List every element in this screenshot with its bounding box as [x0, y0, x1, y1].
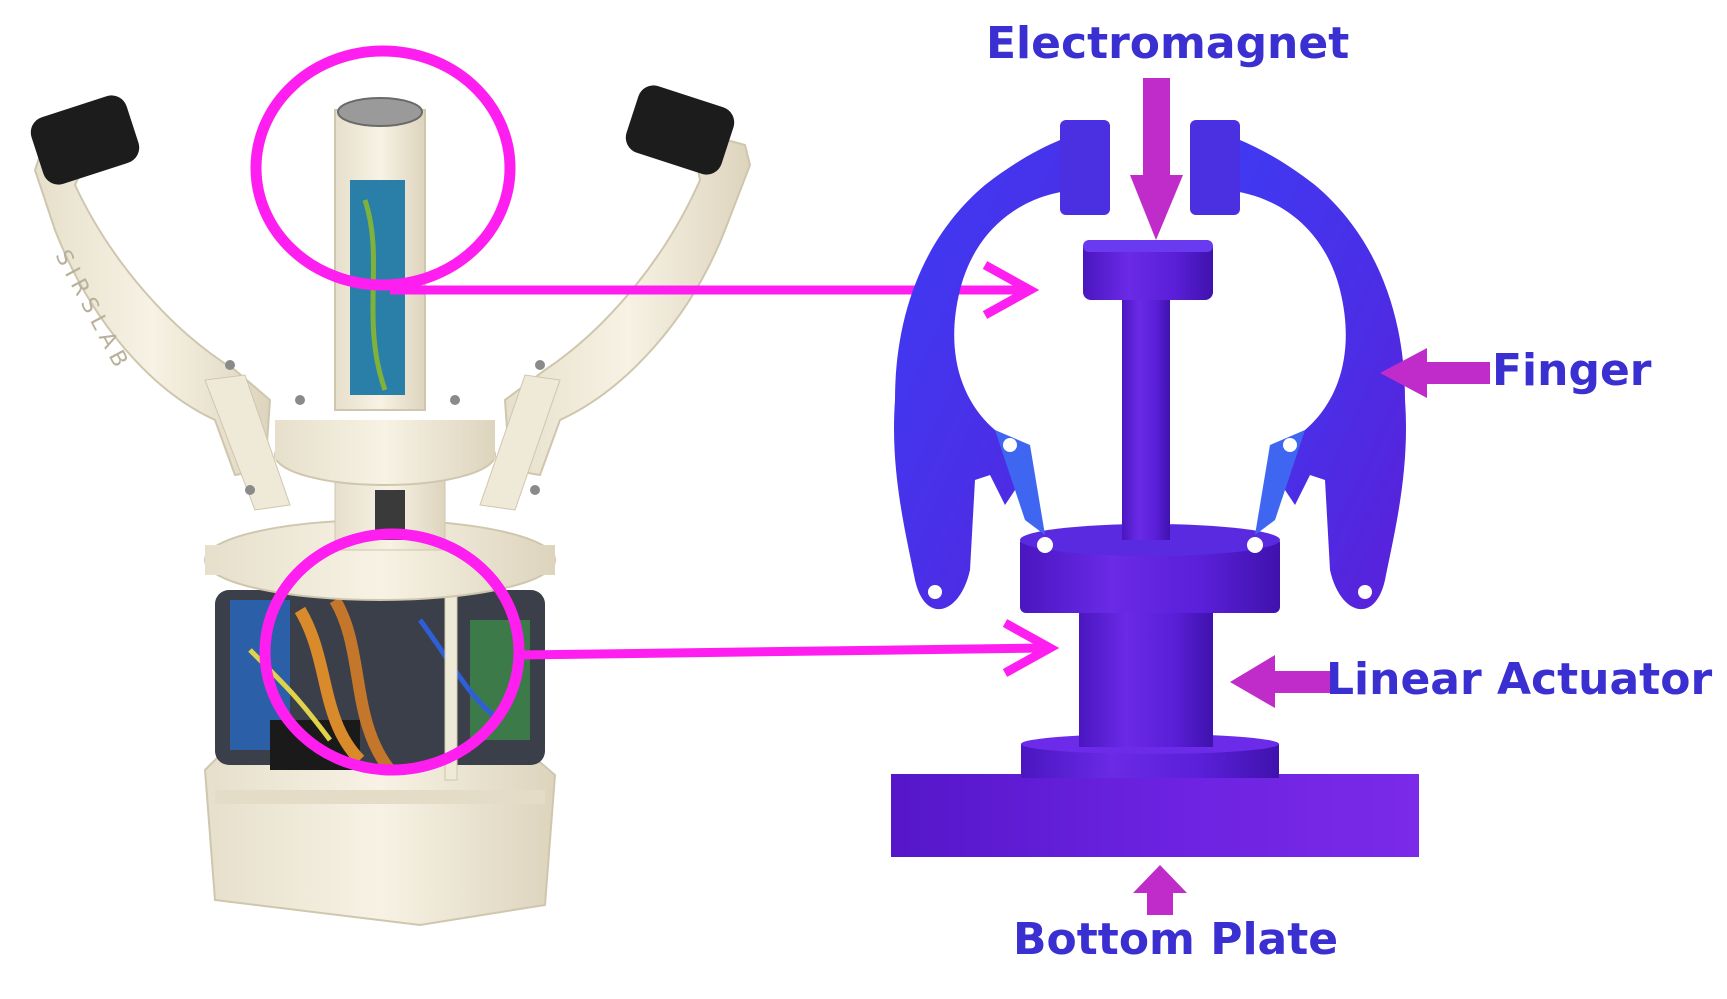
gripper-photo: SIRSLAB: [30, 85, 752, 927]
arrow-electromagnet: [1130, 78, 1183, 240]
photo-electronics: [215, 590, 545, 774]
cad-mid-flange: [1020, 537, 1280, 613]
arrow-linear-actuator: [1230, 655, 1332, 708]
grip-pad-left: [30, 95, 140, 185]
arrow-bottom-plate: [1133, 865, 1187, 915]
cad-model: [891, 120, 1419, 857]
cad-finger-left: [894, 130, 1110, 610]
grip-pad-right: [625, 85, 735, 175]
cad-top-cap: [1083, 240, 1213, 300]
callout-circle-electromagnet: [250, 45, 516, 291]
label-electromagnet: Electromagnet: [986, 18, 1350, 69]
label-linear-actuator: Linear Actuator: [1326, 654, 1713, 705]
cad-finger-right: [1190, 130, 1406, 610]
cad-rod: [1122, 290, 1170, 540]
callout-circle-actuator: [259, 528, 525, 776]
cad-bottom-plate: [891, 774, 1419, 857]
label-bottom-plate: Bottom Plate: [1013, 914, 1339, 965]
photo-electromagnet: [337, 97, 423, 127]
callout-arrow-actuator: [519, 643, 1046, 660]
annotation-arrows: [1130, 78, 1490, 915]
arrow-finger: [1415, 348, 1490, 398]
cad-linear-actuator: [1079, 612, 1213, 747]
label-finger: Finger: [1492, 345, 1652, 396]
